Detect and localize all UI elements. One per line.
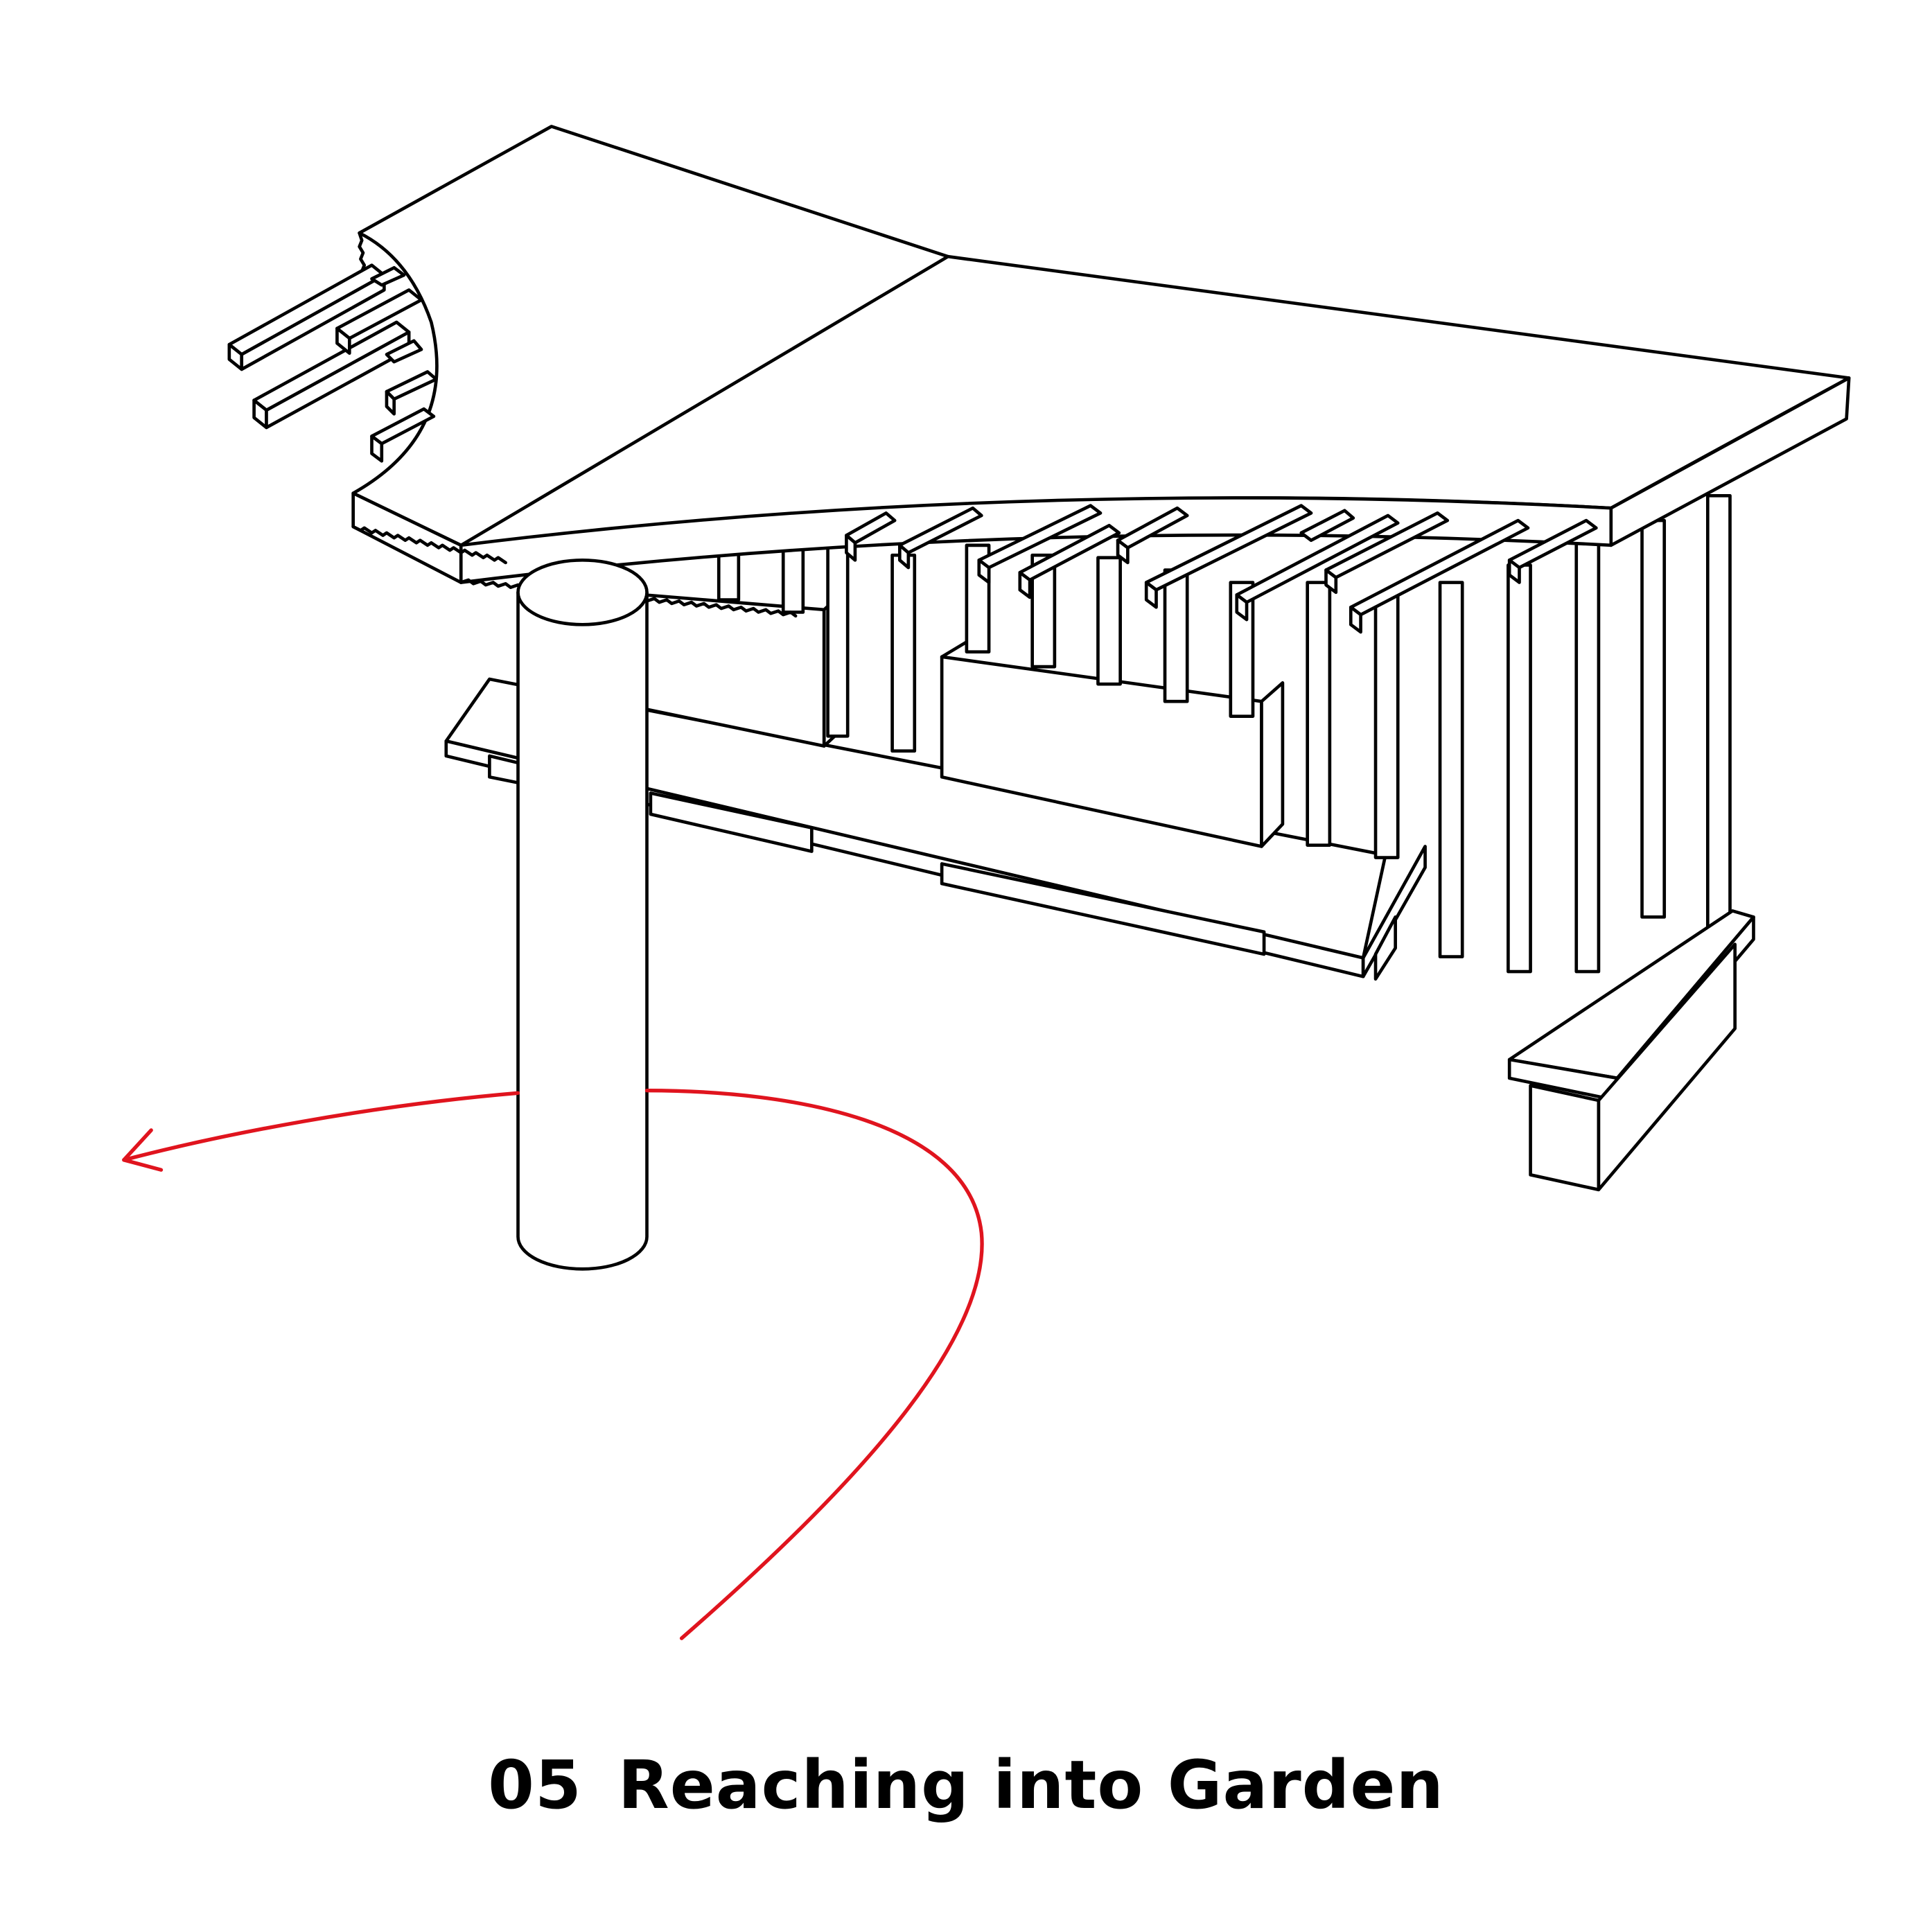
planter-box-right xyxy=(940,640,1285,848)
canopy-roof xyxy=(351,125,1851,618)
figure-caption: 05 Reaching into Garden xyxy=(0,1746,1932,1824)
curved-arrow-icon xyxy=(122,1089,984,1640)
caption-number: 05 xyxy=(488,1746,582,1824)
right-bench xyxy=(1507,909,1755,1192)
caption-title: Reaching into Garden xyxy=(617,1746,1444,1824)
roof-beams xyxy=(227,263,1598,634)
vertical-slats xyxy=(717,494,1732,974)
long-bench xyxy=(444,677,1427,981)
round-column xyxy=(516,558,649,1271)
